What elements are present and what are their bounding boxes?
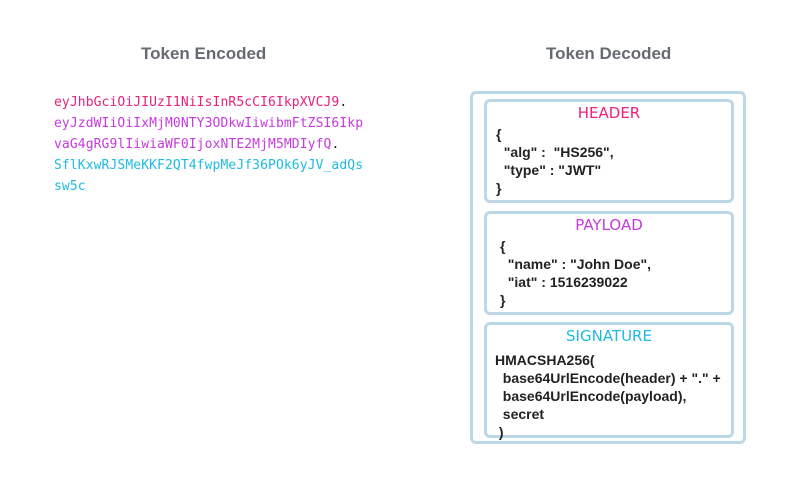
- encoded-payload-line-2: vaG4gRG9lIiwiaWF0IjoxNTE2MjM5MDIyfQ.: [54, 134, 363, 155]
- encoded-signature-line-2: sw5c: [54, 179, 86, 194]
- encoded-payload-line-1: eyJzdWIiOiIxMjM0NTY3ODkwIiwibmFtZSI6Ikp: [54, 116, 364, 131]
- payload-panel-body: { "name" : "John Doe", "iat" : 151623902…: [500, 238, 652, 308]
- decoded-container: [470, 91, 746, 444]
- payload-panel-title: PAYLOAD: [575, 216, 643, 234]
- signature-panel-body: HMACSHA256( base64UrlEncode(header) + ".…: [495, 352, 721, 440]
- signature-panel-title: SIGNATURE: [566, 327, 652, 345]
- header-panel: HEADER { "alg" : "HS256", "type" : "JWT"…: [484, 99, 734, 203]
- encoded-header-line: eyJhbGciOiJIUzI1NiIsInR5cCI6IkpXVCJ9.: [54, 92, 363, 113]
- encoded-payload-segment-end: vaG4gRG9lIiwiaWF0IjoxNTE2MjM5MDIyfQ: [54, 137, 332, 152]
- encoded-signature-line-1: SflKxwRJSMeKKF2QT4fwpMeJf36POk6yJV_adQs: [54, 158, 364, 173]
- token-encoded-title: Token Encoded: [141, 44, 267, 63]
- signature-panel: SIGNATURE HMACSHA256( base64UrlEncode(he…: [484, 322, 734, 440]
- encoded-token: eyJhbGciOiJIUzI1NiIsInR5cCI6IkpXVCJ9. ey…: [54, 92, 363, 197]
- payload-panel: PAYLOAD { "name" : "John Doe", "iat" : 1…: [484, 211, 734, 315]
- separator-dot: .: [331, 137, 340, 152]
- encoded-header-segment: eyJhbGciOiJIUzI1NiIsInR5cCI6IkpXVCJ9: [54, 95, 340, 110]
- header-panel-title: HEADER: [577, 104, 641, 122]
- separator-dot: .: [339, 95, 348, 110]
- header-panel-body: { "alg" : "HS256", "type" : "JWT" }: [496, 126, 614, 196]
- token-decoded-title: Token Decoded: [546, 44, 672, 63]
